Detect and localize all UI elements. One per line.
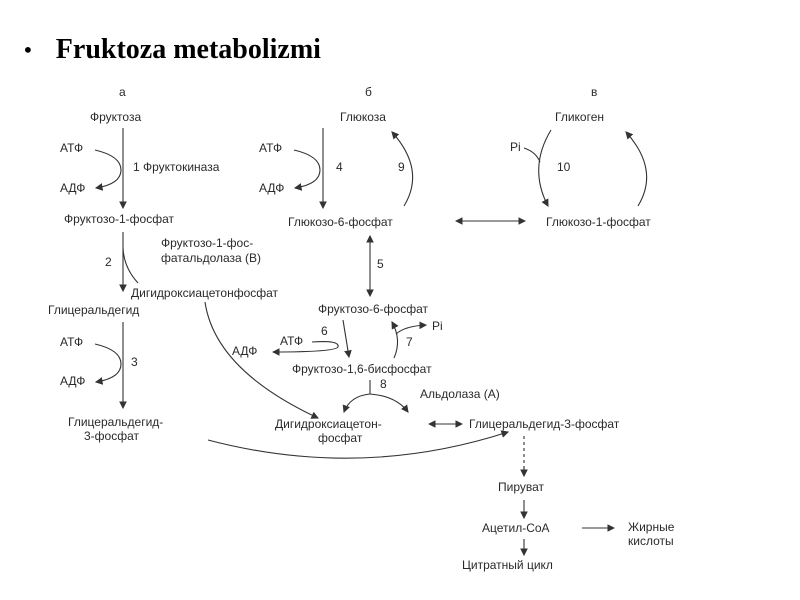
node-fatty-acids-2: кислоты bbox=[628, 534, 674, 548]
adp-label-6: АДФ bbox=[232, 344, 257, 358]
node-citrate-cycle: Цитратный цикл bbox=[462, 558, 553, 572]
panel-b-label: б bbox=[365, 85, 372, 99]
step-4-label: 4 bbox=[336, 160, 343, 174]
adp-label-4: АДФ bbox=[259, 181, 284, 195]
arrow-f16bp-to-dhap bbox=[342, 393, 371, 414]
bullet-icon: • bbox=[22, 38, 34, 62]
atp-label-6: АТФ bbox=[280, 334, 303, 348]
arrow-dhap-a-to-dhap-b bbox=[204, 301, 319, 419]
aldolase-b-label-2: фатальдолаза (В) bbox=[161, 251, 261, 265]
cleavage-branch bbox=[122, 247, 139, 284]
arrow-glycogen-to-g1p bbox=[538, 129, 552, 207]
node-glycogen: Гликоген bbox=[555, 110, 604, 124]
node-dhap-b-2: фосфат bbox=[318, 431, 363, 445]
node-dhap-b-1: Дигидроксиацетон- bbox=[275, 417, 382, 431]
node-glyceraldehyde: Глицеральдегид bbox=[48, 303, 139, 317]
slide-title: Fruktoza metabolizmi bbox=[55, 34, 321, 65]
arrow-phosphate-release bbox=[395, 321, 428, 335]
atp-label-1: АТФ bbox=[60, 141, 83, 155]
adp-label-3: АДФ bbox=[60, 374, 85, 388]
cofactor-arc-6 bbox=[271, 341, 339, 356]
title-row: • Fruktoza metabolizmi bbox=[22, 34, 321, 66]
node-glyceraldehyde-3p-a-1: Глицеральдегид- bbox=[68, 415, 163, 429]
pi-label-10: Pi bbox=[510, 140, 521, 154]
node-fructose-16-bisphosphate: Фруктозо-1,6-бисфосфат bbox=[292, 362, 432, 376]
step-1-label: 1 Фруктокиназа bbox=[133, 160, 220, 174]
node-glucose-6-phosphate: Глюкозо-6-фосфат bbox=[288, 215, 393, 229]
node-pyruvate: Пируват bbox=[498, 480, 545, 494]
step-8-label: 8 bbox=[380, 377, 387, 391]
node-fructose-6-phosphate: Фруктозо-6-фосфат bbox=[318, 302, 428, 316]
node-glucose-1-phosphate: Глюкозо-1-фосфат bbox=[546, 215, 651, 229]
node-glucose: Глюкоза bbox=[340, 110, 386, 124]
pi-label-7: Pi bbox=[432, 319, 443, 333]
arrow-g1p-to-glycogen bbox=[625, 131, 648, 207]
step-10-label: 10 bbox=[557, 160, 571, 174]
node-glyceraldehyde-3p-b: Глицеральдегид-3-фосфат bbox=[469, 417, 620, 431]
cofactor-arc-1 bbox=[94, 149, 122, 191]
aldolase-a-label: Альдолаза (А) bbox=[420, 387, 500, 401]
aldolase-b-label-1: Фруктозо-1-фос- bbox=[161, 236, 253, 250]
node-dhap-a: Дигидроксиацетонфосфат bbox=[131, 286, 279, 300]
arrow-f16bp-to-f6p bbox=[391, 321, 399, 359]
adp-label-1: АДФ bbox=[60, 181, 85, 195]
step-5-label: 5 bbox=[377, 257, 384, 271]
node-fructose: Фруктоза bbox=[90, 110, 141, 124]
cofactor-arc-4 bbox=[293, 149, 321, 191]
step-9-label: 9 bbox=[398, 160, 405, 174]
phosphate-input-10 bbox=[523, 147, 541, 163]
cofactor-arc-3 bbox=[94, 343, 122, 385]
node-fructose-1-phosphate: Фруктозо-1-фосфат bbox=[64, 212, 174, 226]
step-3-label: 3 bbox=[131, 355, 138, 369]
node-fatty-acids-1: Жирные bbox=[628, 520, 675, 534]
step-6-label: 6 bbox=[321, 324, 328, 338]
step-2-label: 2 bbox=[105, 255, 112, 269]
panel-c-label: в bbox=[591, 85, 597, 99]
arrow-g3p-a-to-g3p-b bbox=[207, 430, 510, 459]
node-glyceraldehyde-3p-a-2: 3-фосфат bbox=[84, 429, 140, 443]
node-acetyl-coa: Ацетил-СоА bbox=[482, 521, 550, 535]
arrow-f16bp-to-g3p bbox=[369, 393, 409, 413]
atp-label-3: АТФ bbox=[60, 335, 83, 349]
atp-label-4: АТФ bbox=[259, 141, 282, 155]
step-7-label: 7 bbox=[406, 335, 413, 349]
arrow-g6p-to-glucose bbox=[391, 131, 414, 207]
panel-a-label: а bbox=[119, 85, 126, 99]
arrow-f6p-to-f16bp bbox=[342, 319, 352, 359]
